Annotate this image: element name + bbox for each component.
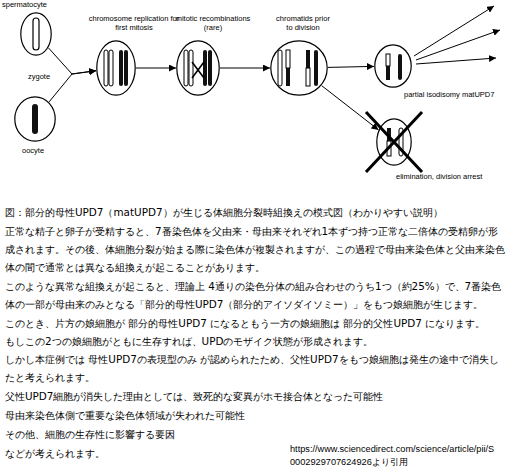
cell-node: spermatocyte [20, 12, 52, 56]
paternal-segment [306, 68, 310, 86]
edge-label: zygote [28, 72, 50, 81]
paternal-chromatid [278, 50, 282, 86]
cell-ellipse [97, 41, 135, 95]
cell-node: chromosome replication for first mitosis [96, 40, 136, 96]
paternal-chromosome [33, 18, 39, 50]
flow-arrow [328, 66, 374, 67]
maternal-chromatid [314, 50, 318, 86]
cell-outline [14, 96, 56, 142]
cell-outline [96, 40, 136, 96]
cell-label: elimination, division arrest [396, 172, 506, 181]
flow-arrow [136, 68, 176, 69]
cell-outline [176, 40, 220, 96]
cell-label: chromatids prior to division [272, 14, 334, 32]
descendant-arrow [414, 6, 494, 56]
elimination-cross [366, 112, 422, 172]
cell-node: partial isodisomy matUPD7 [374, 44, 412, 88]
cell-ellipse [271, 41, 327, 95]
cell-label: spermatocyte [2, 0, 82, 9]
paternal-segment [387, 141, 391, 156]
cell-ellipse [377, 119, 411, 165]
explanation-text: しかし本症例では 母性UPD7の表現型のみ が認められたため、父性UPD7をもつ… [5, 350, 507, 386]
cell-ellipse [21, 13, 51, 55]
flow-arrow [322, 86, 379, 130]
paternal-chromatid [184, 50, 188, 86]
cell-ellipse [15, 97, 55, 141]
explanation-text: もしこの2つの娘細胞がともに生存すれば、UPDのモザイク状態が形成されます。 [5, 332, 507, 350]
node-layer: spermatocyte oocyte chromosome replication… [0, 0, 509, 200]
paternal-chromatid [109, 50, 113, 86]
paternal-segment [386, 54, 390, 66]
flow-arrow [49, 71, 96, 102]
maternal-segment [286, 68, 290, 86]
cell-ellipse [177, 41, 219, 95]
cell-node: mitotic recombinations (rare) [176, 40, 220, 96]
explanation-text: その他、細胞の生存性に影響する要因 [5, 425, 507, 443]
cell-outline [270, 40, 328, 96]
paternal-segment [286, 50, 290, 68]
crossover-line [192, 62, 204, 78]
maternal-segment [306, 50, 310, 68]
cell-node: oocyte [14, 96, 56, 142]
maternal-chromatid [119, 50, 123, 86]
crossover-line [192, 62, 204, 78]
maternal-chromatid [124, 50, 128, 86]
maternal-segment [387, 128, 391, 141]
cell-label: oocyte [22, 146, 82, 155]
paternal-chromatid [399, 128, 403, 156]
edge-layer [0, 0, 509, 200]
descendant-arrow [416, 30, 500, 60]
cell-outline [376, 118, 412, 166]
paternal-chromatid [189, 50, 193, 86]
paternal-chromatid [104, 50, 108, 86]
flow-arrow [220, 68, 270, 69]
cell-label: mitotic recombinations (rare) [170, 14, 256, 32]
chromosome-art [0, 0, 509, 200]
cell-outline [20, 12, 52, 56]
explanation-text: 父性UPD7細胞が消失した理由としては、致死的な変異がホモ接合体となった可能性 [5, 387, 507, 405]
cell-label: partial isodisomy matUPD7 [404, 90, 509, 99]
cell-node: elimination, division arrest [376, 118, 412, 166]
maternal-chromatid [398, 54, 402, 80]
figure-caption: 図：部分的母性UPD7（matUPD7）が生じる体細胞分裂時組換えの模式図（わか… [5, 203, 509, 221]
explanation-text: このとき、片方の娘細胞が 部分的母性UPD7 になるともう一方の娘細胞は 部分的… [5, 314, 507, 332]
source-citation: https://www.sciencedirect.com/science/ar… [290, 443, 496, 469]
explanation-text: このような異常な組換えが起こると、理論上 4通りの染色分体の組み合わせのうち1つ… [5, 277, 507, 313]
cell-node: chromatids prior to division [270, 40, 328, 96]
maternal-chromosome [32, 104, 38, 134]
explanation-text: などが考えられます。 [5, 444, 285, 462]
cell-outline [374, 44, 412, 88]
flow-arrow [48, 48, 96, 74]
descendant-arrow [416, 58, 496, 64]
elimination-cross [366, 112, 422, 172]
cell-ellipse [375, 45, 411, 87]
explanation-text: 母由来染色体側で重要な染色体領域が失われた可能性 [5, 406, 507, 424]
explanation-text: 正常な精子と卵子が受精すると、7番染色体を父由来・母由来それぞれ1本ずつ持つ正常… [5, 222, 507, 276]
maternal-chromatid [208, 50, 212, 86]
cell-label: chromosome replication for first mitosis [88, 14, 180, 32]
maternal-segment [386, 66, 390, 80]
maternal-chromatid [203, 50, 207, 86]
